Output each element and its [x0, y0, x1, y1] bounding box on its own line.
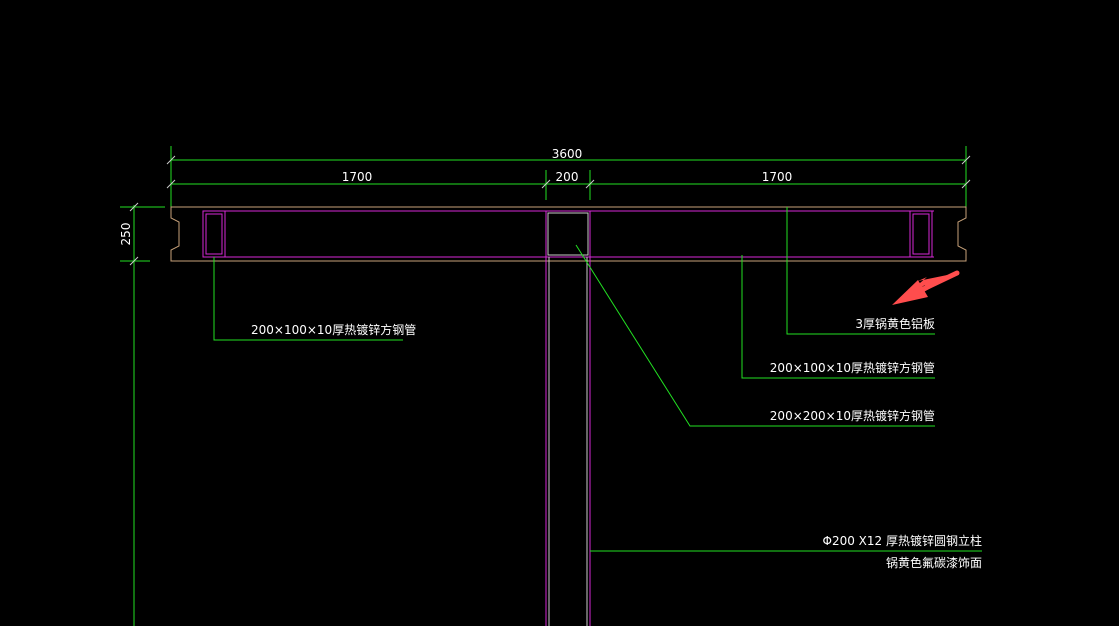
steel-column — [545, 257, 591, 626]
leader-left-tube — [213, 257, 403, 341]
dimension-height-text: 250 — [119, 223, 133, 246]
leader-center-tube — [575, 244, 935, 427]
label-column-line2: 锅黄色氟碳漆饰面 — [886, 555, 982, 570]
center-square-tube-inner — [547, 212, 589, 256]
red-pointer-arrow-icon — [892, 270, 960, 305]
dimension-right-text: 1700 — [762, 170, 793, 184]
right-square-tube-inner — [912, 213, 930, 255]
height-dimension: 250 — [119, 202, 165, 626]
label-center-tube: 200×200×10厚热镀锌方钢管 — [770, 408, 935, 423]
segment-dimensions: 1700 200 1700 — [166, 170, 971, 200]
label-column-line1: Φ200 X12 厚热镀锌圆钢立柱 — [823, 533, 982, 548]
aluminum-panel-outline — [170, 206, 967, 262]
label-left-tube: 200×100×10厚热镀锌方钢管 — [251, 322, 416, 337]
center-square-tube — [545, 210, 591, 258]
overall-dimension: 3600 — [166, 146, 971, 207]
label-aluminum-panel: 3厚锅黄色铝板 — [855, 316, 935, 331]
label-right-tube: 200×100×10厚热镀锌方钢管 — [770, 360, 935, 375]
right-square-tube — [909, 210, 933, 258]
dimension-center-text: 200 — [556, 170, 579, 184]
left-square-tube-inner — [205, 213, 223, 255]
dimension-left-text: 1700 — [342, 170, 373, 184]
leader-aluminum-panel — [786, 207, 935, 335]
leader-right-tube — [741, 255, 935, 379]
dimension-overall-text: 3600 — [552, 147, 583, 161]
